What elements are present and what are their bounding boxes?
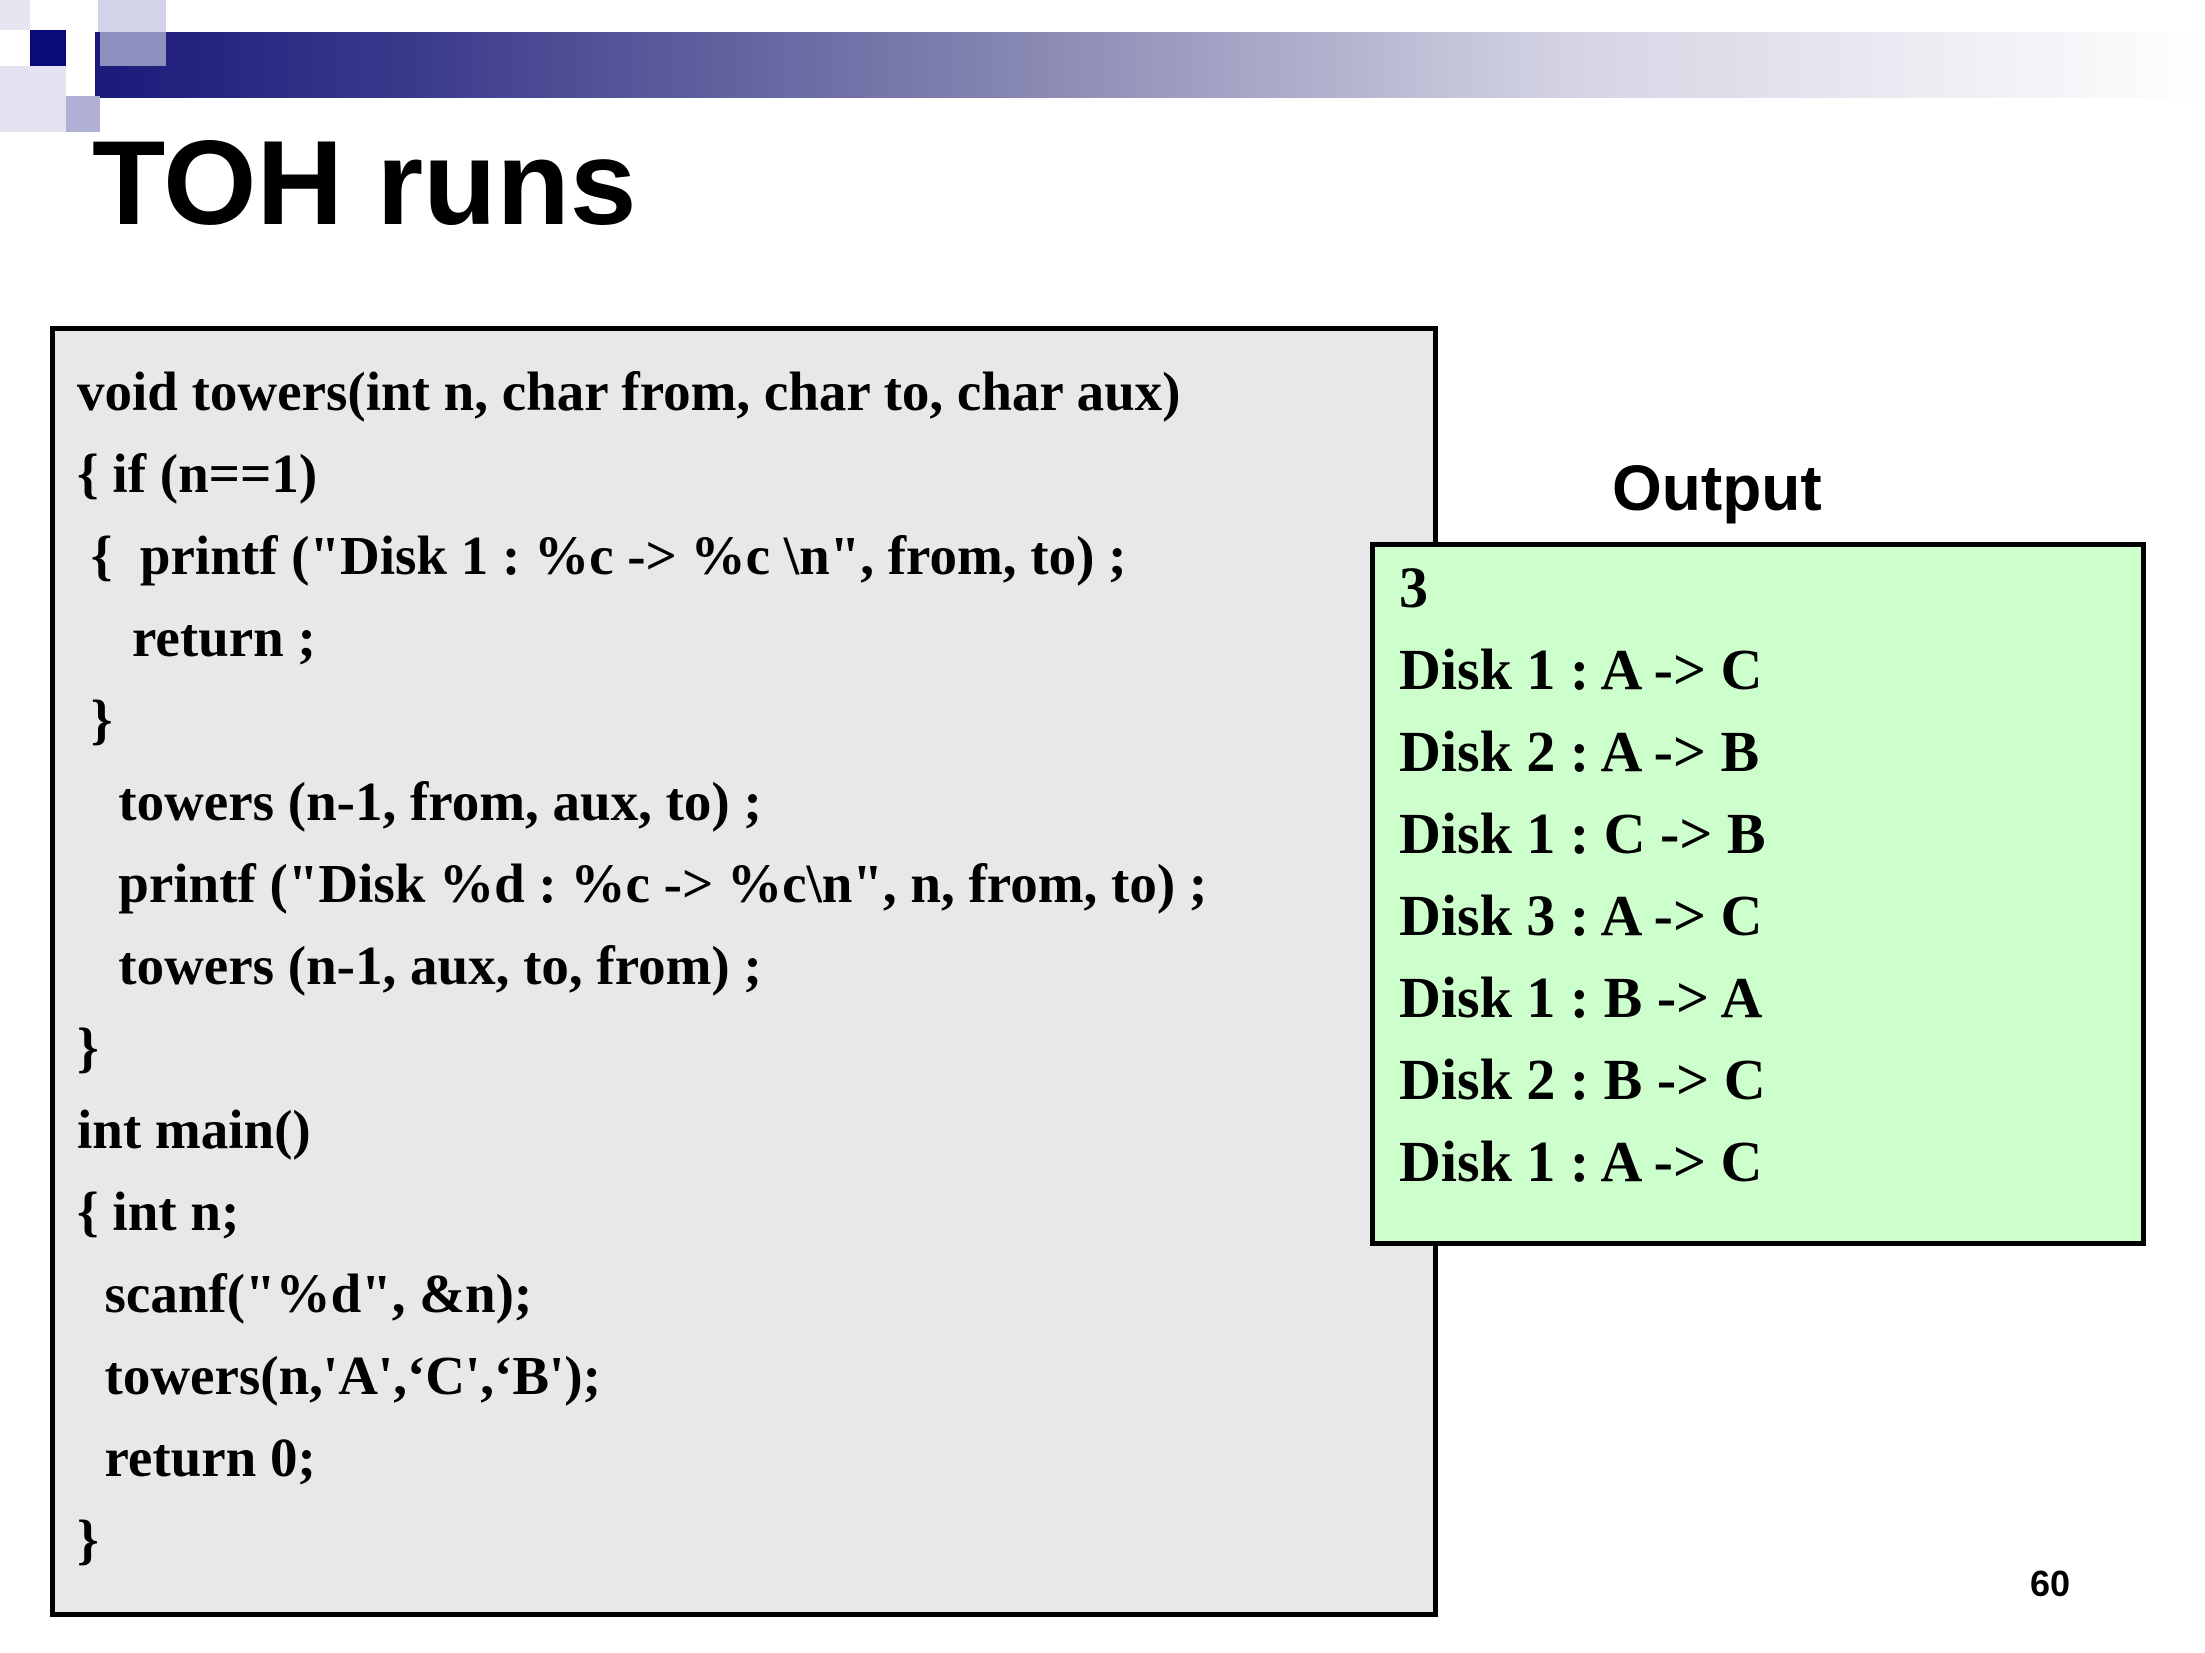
decor-square	[0, 66, 66, 132]
decor-square	[0, 0, 30, 30]
code-line: }	[77, 689, 113, 750]
code-line: towers (n-1, aux, to, from) ;	[77, 935, 762, 996]
page-number: 60	[2030, 1563, 2071, 1604]
output-line: Disk 1 : B -> A	[1399, 965, 1763, 1030]
output-line: Disk 1 : A -> C	[1399, 1129, 1763, 1194]
header-gradient-band	[95, 32, 2205, 98]
decor-square	[98, 0, 166, 32]
output-line: Disk 1 : A -> C	[1399, 637, 1763, 702]
code-line: printf ("Disk %d : %c -> %c\n", n, from,…	[77, 853, 1208, 914]
code-line: { printf ("Disk 1 : %c -> %c \n", from, …	[77, 525, 1127, 586]
output-line: Disk 3 : A -> C	[1399, 883, 1763, 948]
code-line: }	[77, 1017, 99, 1078]
code-line: }	[77, 1509, 99, 1570]
code-line: towers (n-1, from, aux, to) ;	[77, 771, 762, 832]
output-label: Output	[1612, 452, 1822, 524]
code-line: return 0;	[77, 1427, 316, 1488]
output-line: Disk 2 : B -> C	[1399, 1047, 1766, 1112]
output-line: 3	[1399, 555, 1428, 620]
code-line: void towers(int n, char from, char to, c…	[77, 361, 1181, 422]
decor-square	[100, 32, 166, 66]
decor-square	[66, 96, 100, 132]
output-line: Disk 2 : A -> B	[1399, 719, 1760, 784]
output-line: Disk 1 : C -> B	[1399, 801, 1766, 866]
decor-square	[30, 30, 66, 66]
code-line: return ;	[77, 607, 316, 668]
code-line: { int n;	[77, 1181, 240, 1242]
code-line: towers(n,'A',‘C',‘B');	[77, 1345, 601, 1406]
code-line: scanf("%d", &n);	[77, 1263, 533, 1324]
code-block: void towers(int n, char from, char to, c…	[50, 326, 1438, 1617]
slide-title: TOH runs	[92, 116, 637, 250]
code-line: int main()	[77, 1099, 311, 1160]
code-line: { if (n==1)	[77, 443, 318, 504]
output-block: 3 Disk 1 : A -> C Disk 2 : A -> B Disk 1…	[1370, 542, 2146, 1246]
